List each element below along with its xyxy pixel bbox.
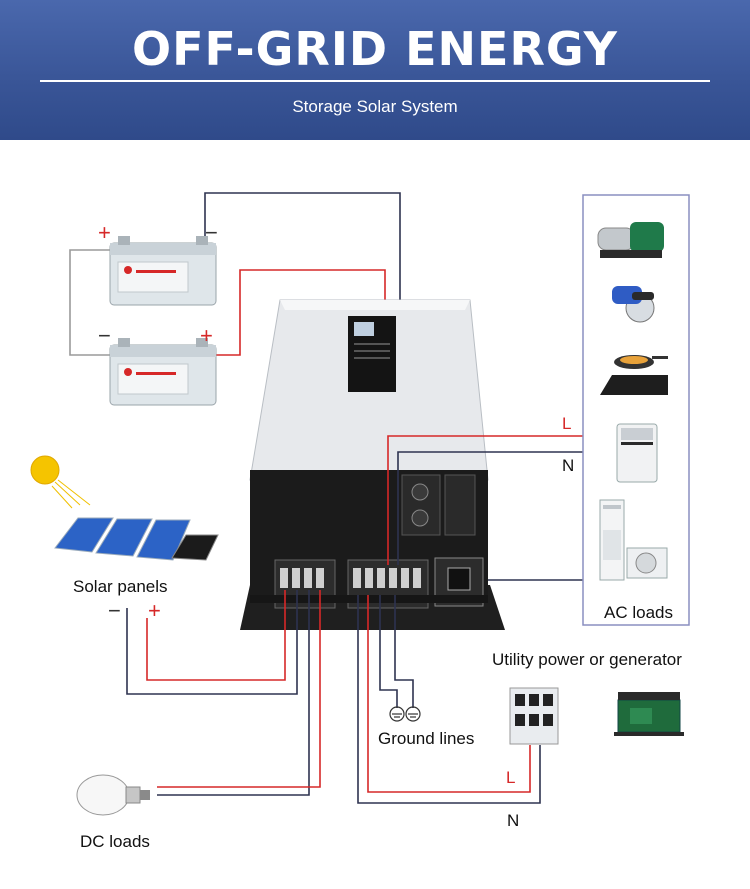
battery-bottom-negative-mark: −	[98, 323, 111, 348]
washing-machine-icon	[616, 423, 658, 483]
ac-output-wires	[387, 435, 583, 581]
battery-bottom	[109, 338, 217, 406]
battery-top-positive-mark: +	[98, 220, 111, 245]
ground-lines-label: Ground lines	[378, 729, 475, 748]
ac-loads-label: AC loads	[604, 603, 673, 622]
solar-panels-label: Solar panels	[73, 577, 168, 596]
inverter-unit	[240, 299, 505, 630]
battery-top-negative-mark: −	[205, 220, 218, 245]
water-pump-icon	[597, 222, 664, 258]
utility-label: Utility power or generator	[492, 650, 682, 669]
solar-negative-mark: −	[108, 598, 121, 623]
battery-wires	[69, 192, 401, 356]
sun-icon	[30, 455, 91, 509]
header-banner: OFF-GRID ENERGY Storage Solar System	[0, 0, 750, 140]
neutral-line-top-label: N	[562, 456, 575, 475]
power-saw-icon	[612, 286, 655, 323]
solar-positive-mark: +	[148, 598, 161, 623]
ground-symbol-icon	[389, 706, 421, 722]
title-divider	[40, 80, 710, 82]
live-line-bottom-label: L	[506, 768, 516, 787]
light-bulb-icon	[76, 774, 150, 816]
breaker-box-icon	[509, 687, 559, 745]
battery-bottom-positive-mark: +	[200, 323, 213, 348]
induction-cooker-icon	[600, 355, 668, 395]
live-line-top-label: L	[562, 414, 572, 433]
page-title: OFF-GRID ENERGY	[132, 22, 618, 76]
dc-loads-label: DC loads	[80, 832, 150, 851]
solar-panels-icon	[54, 517, 219, 561]
neutral-line-bottom-label: N	[507, 811, 520, 830]
battery-top	[109, 236, 217, 306]
generator-icon	[614, 692, 684, 736]
dc-wires	[126, 590, 321, 796]
grid-wires	[357, 595, 541, 804]
air-conditioner-icon	[599, 499, 668, 581]
page-subtitle: Storage Solar System	[292, 97, 458, 116]
